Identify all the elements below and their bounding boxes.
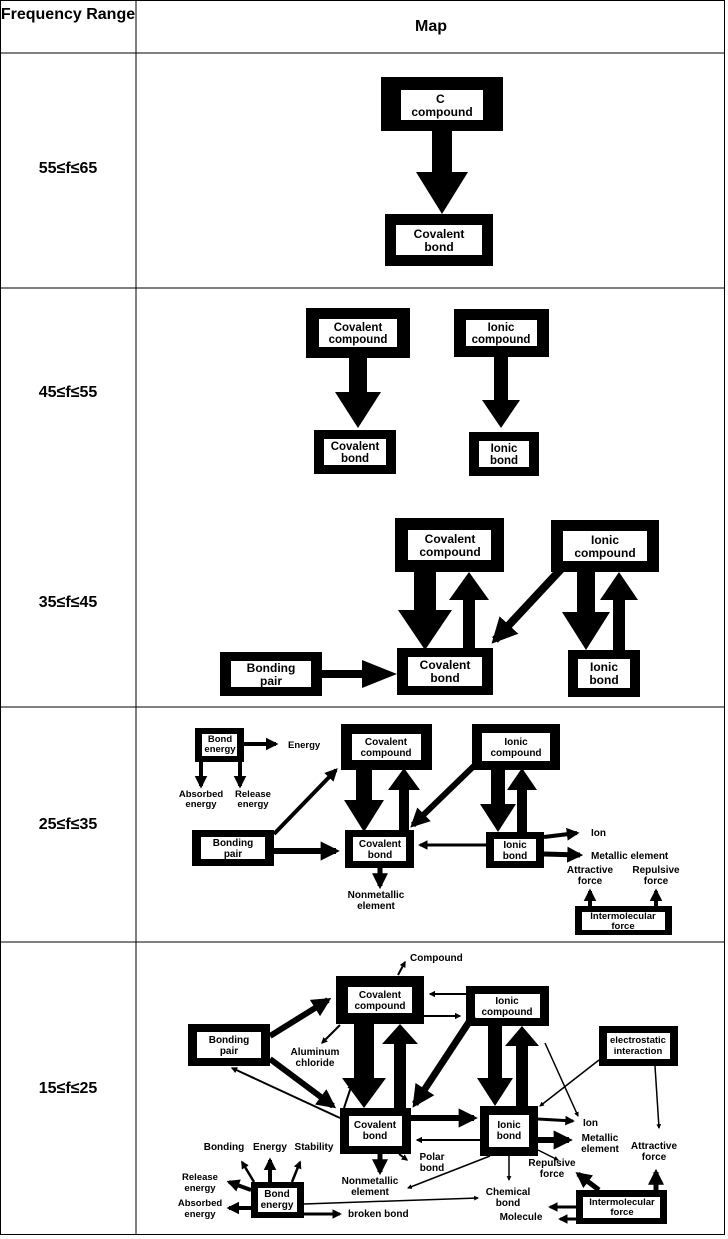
range-label-15-25: 15≤f≤25 bbox=[38, 1080, 98, 1097]
svg-text:Bonding: Bonding bbox=[204, 1142, 245, 1153]
svg-text:Compound: Compound bbox=[410, 953, 463, 964]
range-label-25-35: 25≤f≤35 bbox=[38, 816, 98, 833]
range-label-45-55: 45≤f≤55 bbox=[38, 384, 98, 401]
svg-text:Molecule: Molecule bbox=[500, 1212, 543, 1223]
svg-text:broken bond: broken bond bbox=[348, 1209, 409, 1220]
svg-text:Ion: Ion bbox=[591, 828, 606, 839]
arrow-down bbox=[416, 131, 468, 214]
range-label-55-65: 55≤f≤65 bbox=[38, 160, 98, 177]
label-line: C bbox=[436, 92, 445, 106]
svg-text:Energy: Energy bbox=[253, 1142, 287, 1153]
svg-text:Ion: Ion bbox=[583, 1118, 598, 1129]
range-label-35-45: 35≤f≤45 bbox=[38, 594, 98, 611]
svg-text:Energy: Energy bbox=[288, 740, 321, 751]
svg-text:Metallic element: Metallic element bbox=[591, 851, 669, 862]
header-frequency-range: Frequency Range bbox=[0, 4, 136, 26]
header-map-text: Map bbox=[415, 18, 447, 35]
header-range-text: Frequency Range bbox=[0, 6, 136, 23]
svg-text:Stability: Stability bbox=[295, 1142, 334, 1153]
svg-text:C compound: C compound bbox=[411, 92, 472, 119]
header-map: Map bbox=[136, 16, 726, 38]
